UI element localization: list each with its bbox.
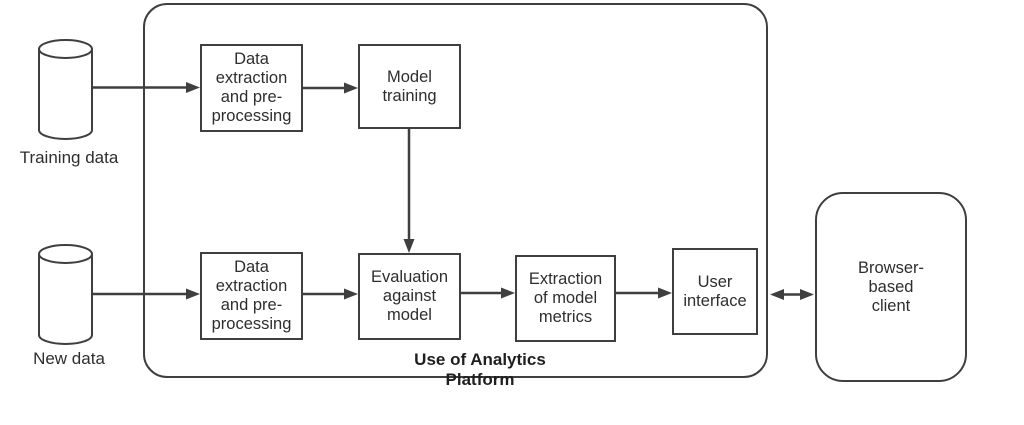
analytics-platform-label: Use of Analytics Platform <box>414 350 546 389</box>
node-label: User interface <box>683 272 747 310</box>
node-data-extraction-new: Data extraction and pre- processing <box>200 252 303 340</box>
training-data-cylinder-icon <box>37 38 94 147</box>
node-user-interface: User interface <box>672 248 758 335</box>
node-evaluation-against-model: Evaluation against model <box>358 253 461 340</box>
arrow-user-interface-browser-client-bidirectional <box>770 289 814 300</box>
node-data-extraction-training: Data extraction and pre- processing <box>200 44 303 132</box>
node-label: Browser- based client <box>857 258 924 315</box>
node-model-training: Model training <box>358 44 461 129</box>
training-data-label: Training data <box>19 148 119 167</box>
node-label: Extraction of model metrics <box>528 270 603 326</box>
node-label: Evaluation against model <box>370 268 449 324</box>
node-extraction-of-model-metrics: Extraction of model metrics <box>515 255 616 342</box>
node-label: Model training <box>382 67 437 105</box>
node-label: Data extraction and pre- processing <box>211 50 292 125</box>
new-data-cylinder-icon <box>37 243 94 352</box>
node-label: Data extraction and pre- processing <box>211 258 292 333</box>
analytics-platform-boundary <box>143 3 768 378</box>
new-data-label: New data <box>33 349 105 368</box>
node-browser-based-client: Browser- based client <box>815 192 967 382</box>
